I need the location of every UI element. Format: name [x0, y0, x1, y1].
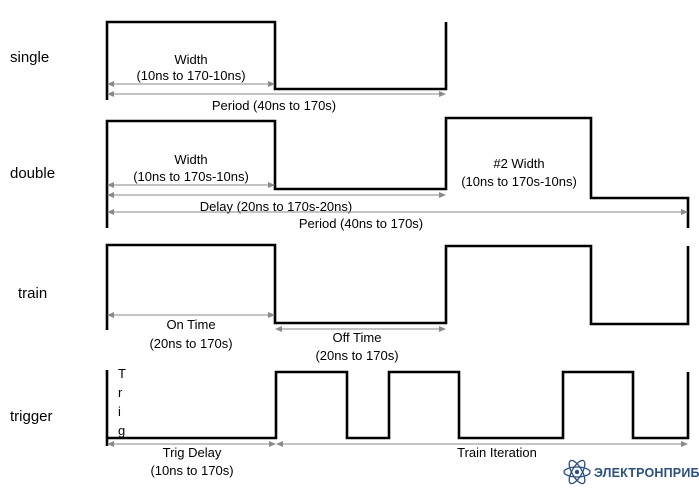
single-period-arrow-left	[107, 91, 114, 97]
train-on-arrow-right	[268, 312, 275, 318]
train-off-title: Off Time	[333, 330, 382, 345]
train-off-arrow-left	[275, 326, 282, 332]
train-iteration-label: Train Iteration	[457, 445, 537, 460]
double-period-arrow-right	[681, 209, 688, 215]
trig-delay-arrow-left	[107, 441, 114, 447]
trig-delay-title: Trig Delay	[163, 445, 222, 460]
double-delay-arrow-left	[107, 192, 114, 198]
double-width2-range: (10ns to 170s-10ns)	[461, 174, 577, 189]
double-width-arrow-left	[107, 182, 114, 188]
double-delay-arrow-right	[439, 192, 446, 198]
row-label-single: single	[10, 49, 49, 66]
train-iteration-arrow-left	[276, 441, 283, 447]
double-width-range: (10ns to 170s-10ns)	[133, 169, 249, 184]
single-period-label: Period (40ns to 170s)	[212, 98, 336, 113]
single-width-arrow-left	[107, 81, 114, 87]
single-width-range: (10ns to 170-10ns)	[136, 68, 245, 83]
electronpribor-logo: ЭЛЕКТРОНПРИБОР	[563, 459, 699, 485]
logo-text: ЭЛЕКТРОНПРИБОР	[594, 466, 699, 480]
double-delay-label: Delay (20ns to 170s-20ns)	[200, 199, 352, 214]
double-width2-title: #2 Width	[493, 156, 544, 171]
double-period-label: Period (40ns to 170s)	[299, 216, 423, 231]
train-on-arrow-left	[107, 312, 114, 318]
row-label-trigger: trigger	[10, 408, 53, 425]
train-on-range: (20ns to 170s)	[149, 336, 232, 351]
train-iteration-arrow-right	[681, 441, 688, 447]
single-waveform	[105, 20, 448, 100]
atom-icon	[563, 459, 591, 485]
double-width-title: Width	[174, 152, 207, 167]
row-label-double: double	[10, 165, 55, 182]
train-on-title: On Time	[166, 317, 215, 332]
single-width-title: Width	[174, 52, 207, 67]
double-width-arrow-right	[268, 182, 275, 188]
trig-delay-range: (10ns to 170s)	[150, 463, 233, 478]
double-period-arrow-left	[107, 209, 114, 215]
trig-delay-arrow-right	[269, 441, 276, 447]
train-off-arrow-right	[439, 326, 446, 332]
single-width-arrow-right	[268, 81, 275, 87]
row-label-train: train	[18, 285, 47, 302]
train-waveform	[105, 243, 690, 330]
trigger-waveform	[107, 370, 690, 440]
double-waveform	[105, 116, 690, 228]
single-period-arrow-right	[439, 91, 446, 97]
train-off-range: (20ns to 170s)	[315, 348, 398, 363]
